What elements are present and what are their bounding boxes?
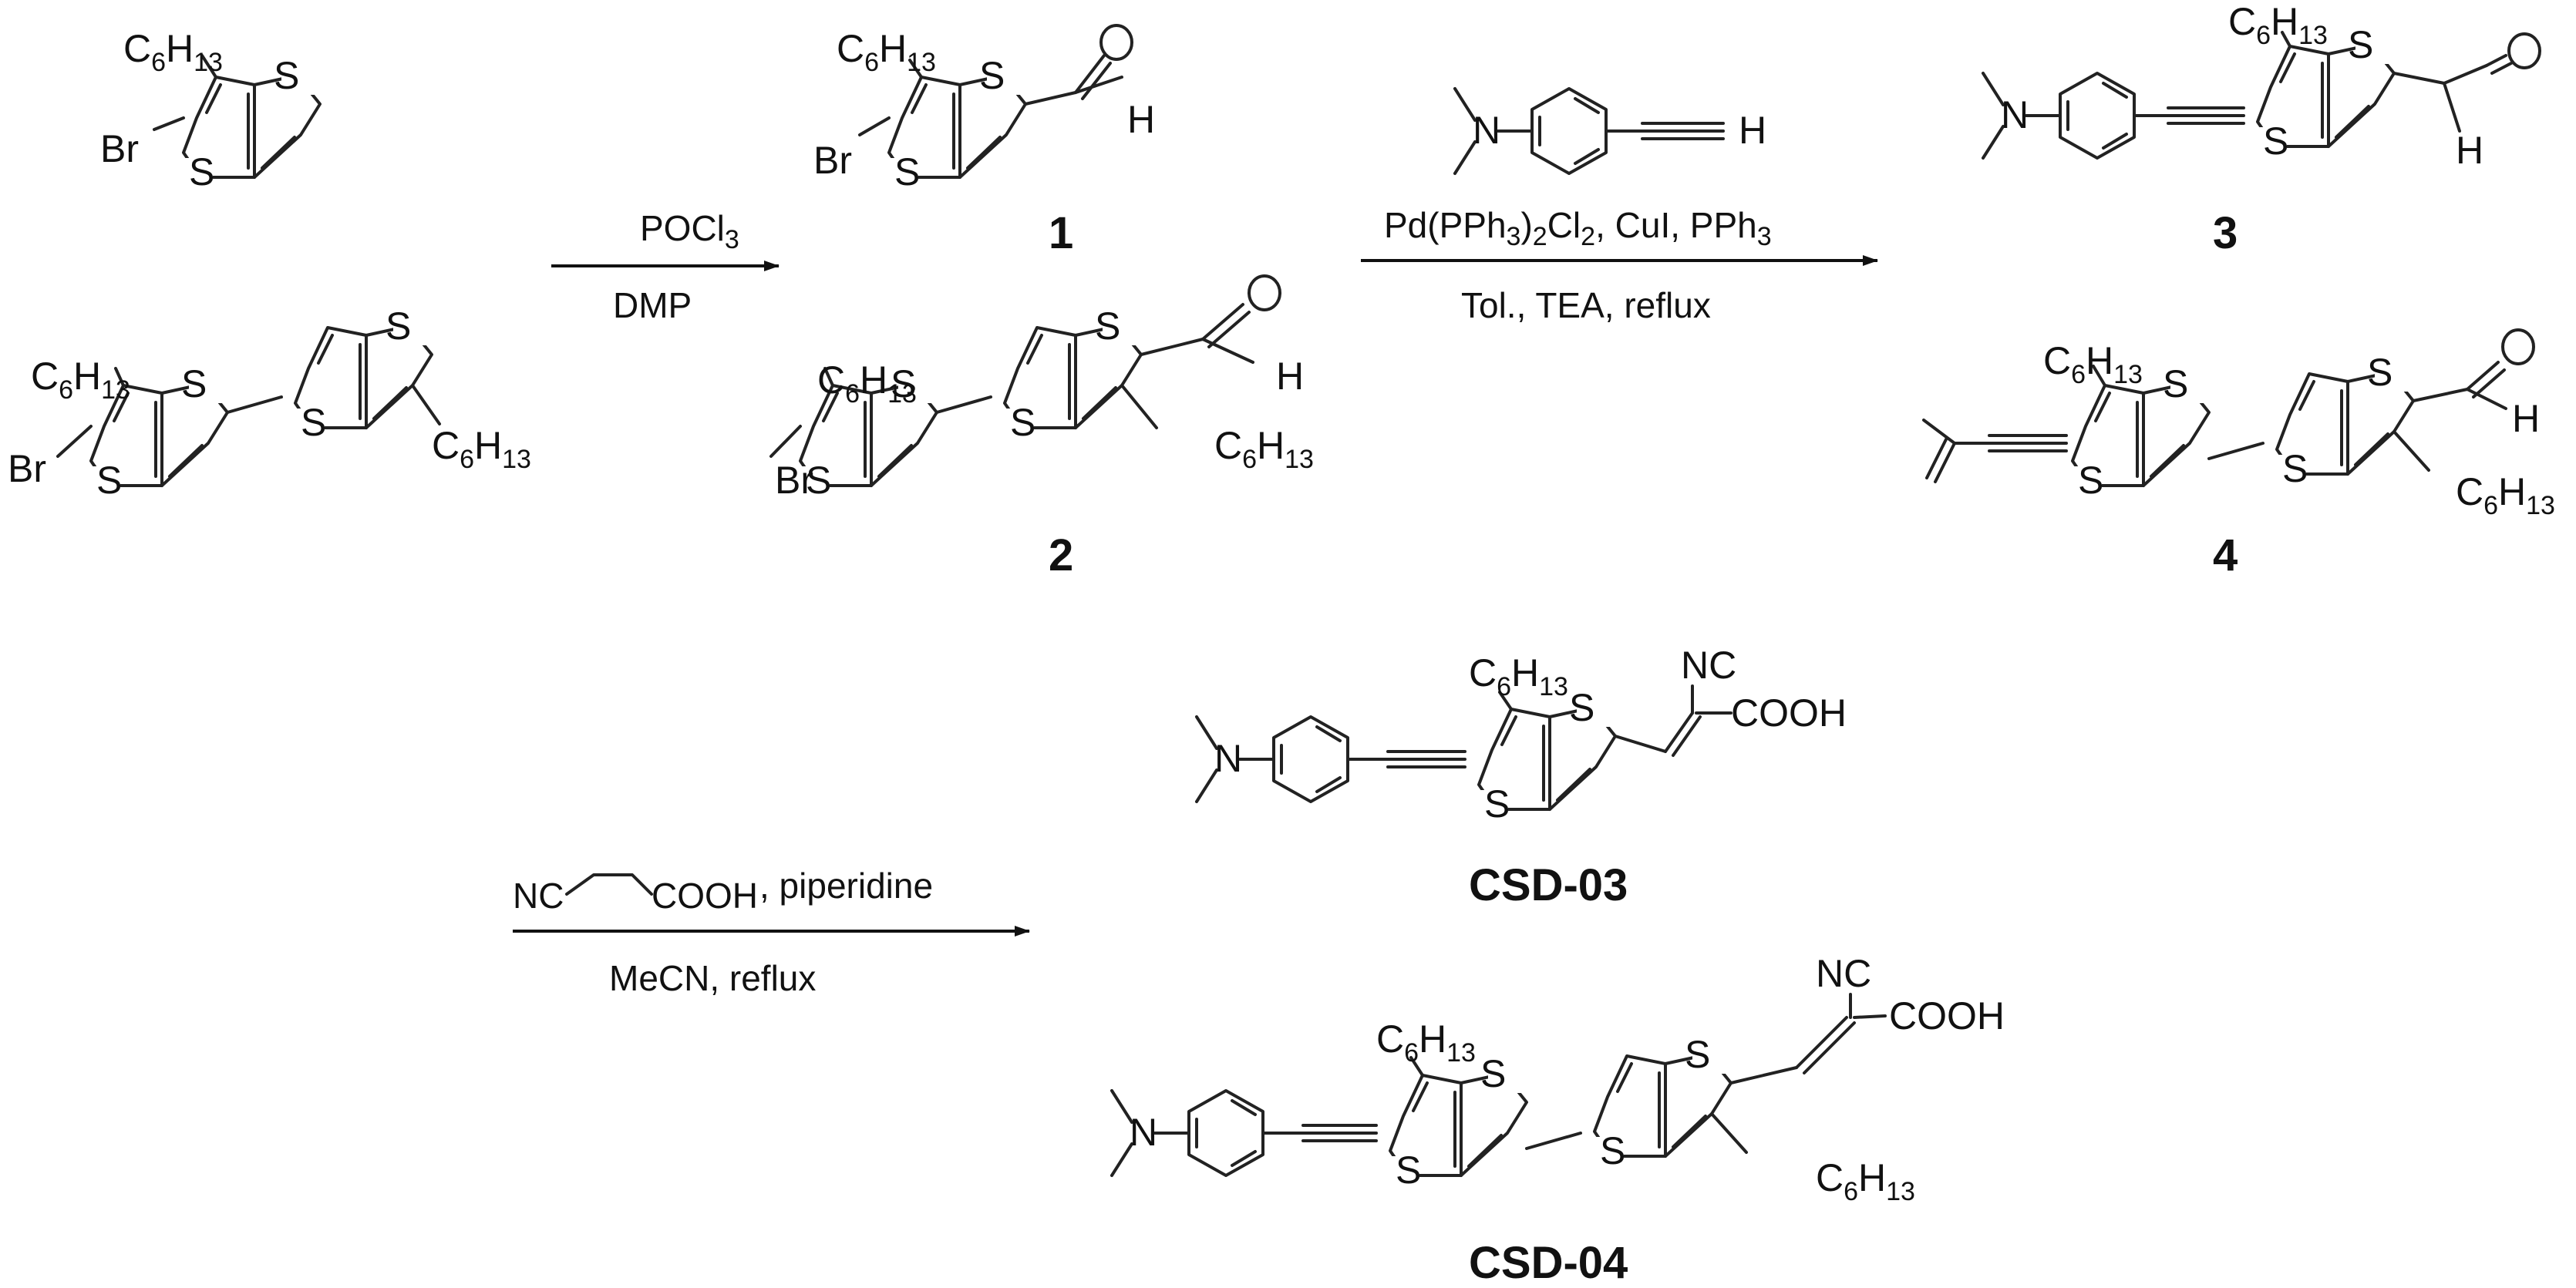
sulfur-atom: S (2263, 119, 2288, 163)
bromine-atom: Br (8, 447, 46, 490)
hexyl-group: C6H13 (31, 355, 130, 405)
sm-monomer: S S Br C6H13 (100, 27, 322, 200)
sulfur-atom: S (894, 150, 920, 193)
reagent-catalyst: Pd(PPh3)2Cl2, CuI, PPh3 (1384, 205, 1772, 251)
sulfur-atom: S (1569, 686, 1594, 729)
sulfur-atom: S (1396, 1148, 1421, 1192)
step3-arrow: NC COOH , piperidine MeCN, reflux (513, 866, 1030, 998)
sulfur-atom: S (2282, 447, 2308, 490)
sulfur-atom: S (2367, 351, 2392, 394)
hexyl-group: C6H13 (123, 27, 223, 77)
sulfur-atom: S (274, 54, 299, 97)
reagent-pocl3: POCl3 (640, 208, 739, 254)
sulfur-atom: S (301, 401, 326, 444)
hexyl-group: C6H13 (2456, 470, 2555, 520)
hexyl-group: C6H13 (817, 358, 917, 409)
compound-3: N S S C6H13 H 3 (1982, 0, 2541, 258)
compound-label-1: 1 (1049, 208, 1073, 258)
reagent-piperidine: , piperidine (759, 866, 933, 906)
sulfur-atom: S (189, 150, 214, 193)
hydrogen-atom: H (1739, 109, 1766, 152)
nitrile-group: NC (1681, 644, 1736, 687)
reagent-cooh: COOH (652, 876, 758, 916)
hydrogen-atom: H (2512, 397, 2540, 440)
compound-label-3: 3 (2213, 208, 2238, 258)
carboxyl-group: COOH (1731, 691, 1847, 735)
compound-label-2: 2 (1049, 530, 1073, 580)
sulfur-atom: S (2348, 23, 2373, 66)
compound-2: S S S S Br C6H13 C6H13 H 2 (769, 274, 1314, 580)
hexyl-group: C6H13 (432, 424, 531, 474)
compound-csd03: N S S C6H13 NC COOH CSD-03 (1195, 644, 1847, 910)
sulfur-atom: S (2163, 362, 2188, 405)
solvent-tol-tea: Tol., TEA, reflux (1461, 285, 1711, 325)
sulfur-atom: S (1480, 1052, 1506, 1095)
sm-dimer: S S S S Br C6H13 C6H13 (8, 304, 531, 508)
solvent-dmp: DMP (613, 285, 692, 325)
compound-label-csd03: CSD-03 (1469, 860, 1628, 910)
bromine-atom: Br (100, 127, 139, 170)
sulfur-atom: S (1484, 782, 1510, 826)
compound-label-csd04: CSD-04 (1469, 1238, 1628, 1288)
nitrogen-atom: N (1214, 737, 1242, 780)
hexyl-group: C6H13 (2043, 339, 2143, 389)
hexyl-group: C6H13 (2228, 0, 2328, 50)
nitrogen-atom: N (2001, 93, 2029, 136)
sulfur-atom: S (979, 54, 1005, 97)
compound-4: S S C6H13 S S C6H13 H 4 (1922, 328, 2555, 580)
bromine-atom: Br (813, 139, 852, 182)
hexyl-group: C6H13 (1376, 1017, 1476, 1068)
nitrogen-atom: N (1473, 109, 1500, 152)
hexyl-group: C6H13 (837, 27, 936, 77)
sulfur-atom: S (181, 362, 207, 405)
sulfur-atom: S (2078, 459, 2103, 502)
nitrogen-atom: N (1130, 1111, 1157, 1154)
hydrogen-atom: H (1276, 355, 1304, 398)
sulfur-atom: S (891, 362, 916, 405)
sulfur-atom: S (1010, 401, 1035, 444)
hexyl-group: C6H13 (1469, 651, 1568, 701)
reagent-nc: NC (513, 876, 564, 916)
compound-csd04: N S S C6H13 S S C6H13 NC COOH CSD-04 (1110, 952, 2005, 1288)
sulfur-atom: S (1600, 1129, 1625, 1172)
sulfur-atom: S (1095, 304, 1120, 348)
bromine-atom: Br (775, 459, 813, 502)
hydrogen-atom: H (2456, 129, 2483, 172)
solvent-mecn: MeCN, reflux (609, 958, 816, 998)
nitrile-group: NC (1816, 952, 1871, 995)
hexyl-group: C6H13 (1214, 424, 1314, 474)
compound-label-4: 4 (2213, 530, 2238, 580)
compound-1: S S Br C6H13 H 1 (813, 24, 1155, 258)
step1-arrow: POCl3 DMP (551, 208, 780, 325)
sulfur-atom: S (96, 459, 122, 502)
sulfur-atom: S (806, 459, 831, 502)
carboxyl-group: COOH (1889, 994, 2005, 1037)
hexyl-group: C6H13 (1816, 1156, 1915, 1206)
sulfur-atom: S (1685, 1033, 1710, 1076)
step2-arrow: N H Pd(PPh3)2Cl2, CuI, PPh3 Tol., TEA, r… (1361, 87, 1878, 325)
sulfur-atom: S (386, 304, 411, 348)
hydrogen-atom: H (1127, 98, 1155, 141)
